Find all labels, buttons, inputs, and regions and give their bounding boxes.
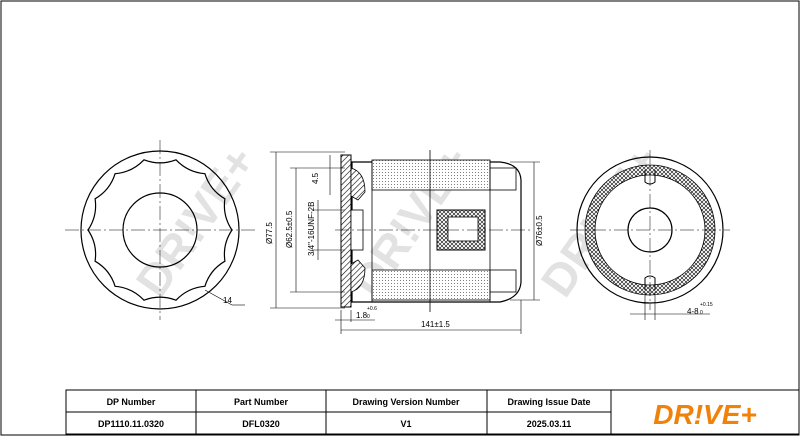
slot-tolerance: +0.15 xyxy=(700,302,713,308)
flats-dimension: 14 xyxy=(223,296,232,305)
gasket-diameter-dimension: Ø62.5±0.5 xyxy=(285,210,294,248)
header-part-number: Part Number xyxy=(234,397,289,407)
flats-leader xyxy=(204,289,233,306)
header-issue-date: Drawing Issue Date xyxy=(507,397,590,407)
bottom-height-dimension: 1.8 xyxy=(356,311,368,320)
outer-diameter-dimension: Ø77.5 xyxy=(265,222,274,244)
middle-view xyxy=(270,150,540,334)
slot-dimension-lines xyxy=(630,292,710,320)
pleat-top xyxy=(371,159,491,191)
end-cap-top xyxy=(489,167,517,191)
drive-logo: DR!VE+ xyxy=(653,399,756,430)
value-issue-date: 2025.03.11 xyxy=(527,419,572,429)
left-view xyxy=(65,140,255,320)
value-part-number: DFL0320 xyxy=(242,419,280,429)
length-dimension: 141±1.5 xyxy=(421,320,450,329)
bottom-height-tolerance: +0.6 xyxy=(367,306,377,312)
valve-inner xyxy=(447,216,479,242)
gasket-upper xyxy=(350,167,366,201)
bottom-height-tolerance-lower: 0 xyxy=(367,314,370,320)
value-dp-number: DP1110.11.0320 xyxy=(98,419,164,429)
base-plate xyxy=(340,154,352,308)
header-drawing-version: Drawing Version Number xyxy=(352,397,460,407)
dimension-lines xyxy=(270,151,540,334)
slot-tolerance-lower: 0 xyxy=(700,310,703,316)
right-view xyxy=(570,150,730,320)
slot-bottom xyxy=(644,275,656,290)
pleat-bottom xyxy=(371,269,491,301)
title-block xyxy=(65,389,800,435)
thread-dimension: 3/4"-16UNF-2B xyxy=(307,202,316,256)
slot-dimension: 4-8 xyxy=(687,307,699,316)
body-diameter-dimension: Ø76±0.5 xyxy=(535,215,544,246)
header-dp-number: DP Number xyxy=(107,397,156,407)
filter-body-outline xyxy=(351,161,522,303)
slot-top xyxy=(644,170,656,185)
end-cap-bottom xyxy=(489,269,517,293)
value-drawing-version: V1 xyxy=(400,419,411,429)
top-height-dimension: 4.5 xyxy=(311,172,320,184)
gasket-lower xyxy=(350,259,366,293)
